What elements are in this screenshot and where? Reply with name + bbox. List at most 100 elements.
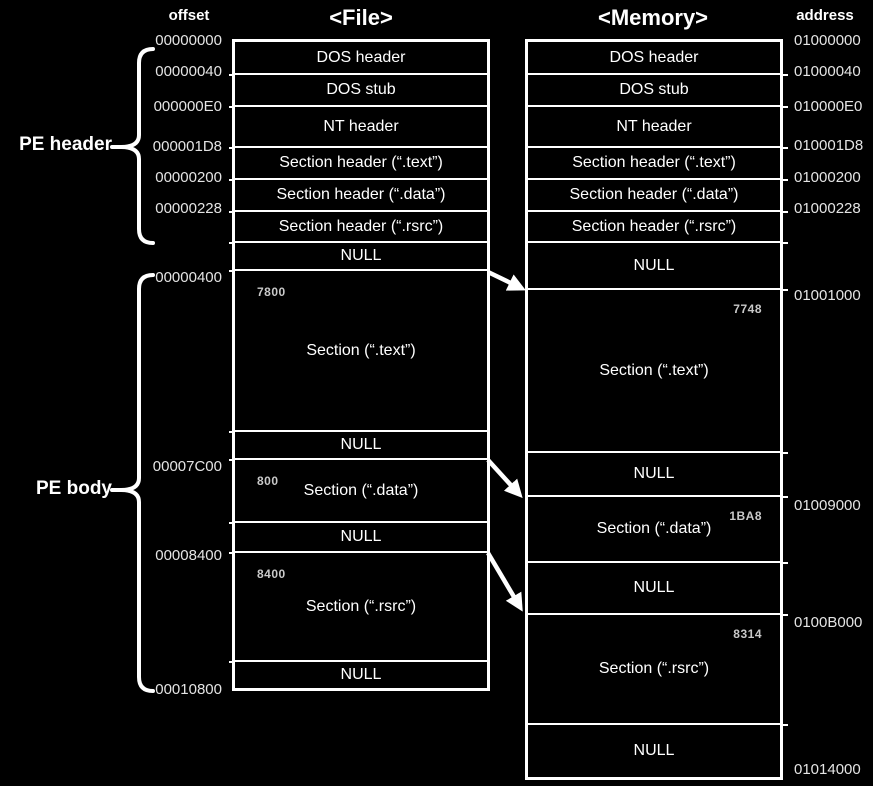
memory-column-title: <Memory>	[597, 5, 709, 30]
pe-header-label: PE header	[19, 134, 112, 155]
offset-value: 00000200	[155, 169, 222, 186]
boundary-tick	[781, 179, 788, 181]
row-label: Section header (“.text”)	[572, 154, 736, 171]
file_column-row-null: NULL	[235, 243, 487, 271]
offset-value: 000001D8	[152, 138, 222, 155]
mapping-arrow	[486, 551, 523, 612]
row-label: Section header (“.data”)	[276, 186, 446, 203]
boundary-tick	[781, 289, 788, 291]
memory_column-row-null: NULL	[528, 453, 780, 497]
address-value: 01000040	[794, 63, 861, 80]
file_column-row-section-rsrc: Section (“.rsrc”) 8400	[235, 553, 487, 662]
row-label: DOS stub	[619, 81, 689, 98]
section-size-label: 8400	[257, 567, 286, 581]
memory_column-row-section-rsrc: Section (“.rsrc”) 8314	[528, 615, 780, 725]
file_column-row-section-header-rsrc: Section header (“.rsrc”)	[235, 212, 487, 243]
row-label: Section (“.rsrc”)	[598, 660, 710, 677]
offset-value: 00000228	[155, 200, 222, 217]
address-value: 01000200	[794, 169, 861, 186]
section-size-label: 7800	[257, 285, 286, 299]
row-label: NULL	[633, 579, 675, 596]
row-label: DOS header	[609, 48, 699, 66]
offset-value: 00000000	[155, 32, 222, 49]
address-value: 010000E0	[794, 98, 863, 115]
row-label: Section header (“.data”)	[569, 186, 739, 203]
row-label: DOS stub	[326, 81, 396, 98]
row-label: NT header	[323, 117, 399, 135]
boundary-tick	[781, 562, 788, 564]
row-label: NULL	[340, 666, 382, 683]
boundary-tick	[229, 147, 235, 149]
row-label: Section header (“.text”)	[279, 154, 443, 171]
boundary-tick	[229, 106, 235, 108]
row-label: NULL	[340, 247, 382, 264]
boundary-tick	[229, 242, 235, 244]
mapping-arrow	[486, 458, 523, 498]
boundary-tick	[781, 106, 788, 108]
boundary-tick	[229, 661, 235, 663]
row-label: Section header (“.rsrc”)	[571, 217, 737, 235]
section-size-label: 800	[257, 474, 279, 488]
row-label: NT header	[616, 117, 692, 135]
memory_column-row-section-header-rsrc: Section header (“.rsrc”)	[528, 212, 780, 243]
file_column-row-section-data: Section (“.data”)800	[235, 460, 487, 523]
file_column-row-section-text: Section (“.text”) 7800	[235, 271, 487, 432]
file_column-row-dos-header: DOS header	[235, 42, 487, 75]
address-value: 010001D8	[794, 137, 864, 154]
file_column-row-section-header-text: Section header (“.text”)	[235, 148, 487, 180]
section-size-label: 7748	[733, 302, 762, 316]
row-label: NULL	[340, 436, 382, 453]
boundary-tick	[781, 724, 788, 726]
row-label: DOS header	[316, 48, 406, 66]
address-value: 01000228	[794, 200, 861, 217]
offset-value: 00007C00	[152, 458, 222, 475]
section-size-label: 8314	[733, 627, 762, 641]
offset-column-title: offset	[168, 7, 210, 24]
boundary-tick	[781, 496, 788, 498]
row-label: Section (“.data”)	[596, 520, 712, 537]
file_column-row-null: NULL	[235, 523, 487, 553]
file_column-row-null: NULL	[235, 432, 487, 460]
boundary-tick	[229, 179, 235, 181]
row-label: NULL	[340, 528, 382, 545]
memory_column-row-nt-header: NT header	[528, 107, 780, 148]
address-value: 01014000	[794, 761, 861, 778]
boundary-tick	[229, 431, 235, 433]
row-label: Section (“.text”)	[599, 361, 709, 379]
offset-value: 00010800	[155, 681, 222, 698]
boundary-tick	[781, 614, 788, 616]
boundary-tick	[229, 74, 235, 76]
boundary-tick	[781, 211, 788, 213]
address-column-title: address	[796, 7, 854, 24]
section-size-label: 1BA8	[729, 509, 762, 523]
row-label: Section (“.text”)	[306, 341, 416, 359]
boundary-tick	[229, 211, 235, 213]
boundary-tick	[781, 242, 788, 244]
boundary-tick	[229, 270, 235, 272]
row-label: NULL	[633, 256, 675, 274]
row-label: Section (“.rsrc”)	[305, 597, 417, 615]
row-label: NULL	[633, 465, 675, 482]
address-value: 01009000	[794, 497, 861, 514]
row-label: NULL	[633, 742, 675, 759]
memory_column-row-section-text: Section (“.text”) 7748	[528, 290, 780, 453]
pe-body-label: PE body	[35, 478, 112, 499]
file_column-row-section-header-data: Section header (“.data”)	[235, 180, 487, 212]
address-value: 01001000	[794, 287, 861, 304]
memory_column-row-section-header-text: Section header (“.text”)	[528, 148, 780, 180]
row-label: Section header (“.rsrc”)	[278, 217, 444, 235]
memory_column-row-null: NULL	[528, 243, 780, 290]
mapping-arrows	[486, 269, 526, 612]
pe-body-brace	[110, 273, 155, 693]
offset-value: 00000400	[155, 269, 222, 286]
boundary-tick	[781, 452, 788, 454]
file_column-row-nt-header: NT header	[235, 107, 487, 148]
offset-value: 00008400	[155, 547, 222, 564]
file-column-title: <File>	[329, 5, 393, 30]
address-value: 0100B000	[794, 614, 863, 631]
boundary-tick	[781, 74, 788, 76]
offset-value: 00000040	[155, 63, 222, 80]
memory_column-row-dos-stub: DOS stub	[528, 75, 780, 107]
